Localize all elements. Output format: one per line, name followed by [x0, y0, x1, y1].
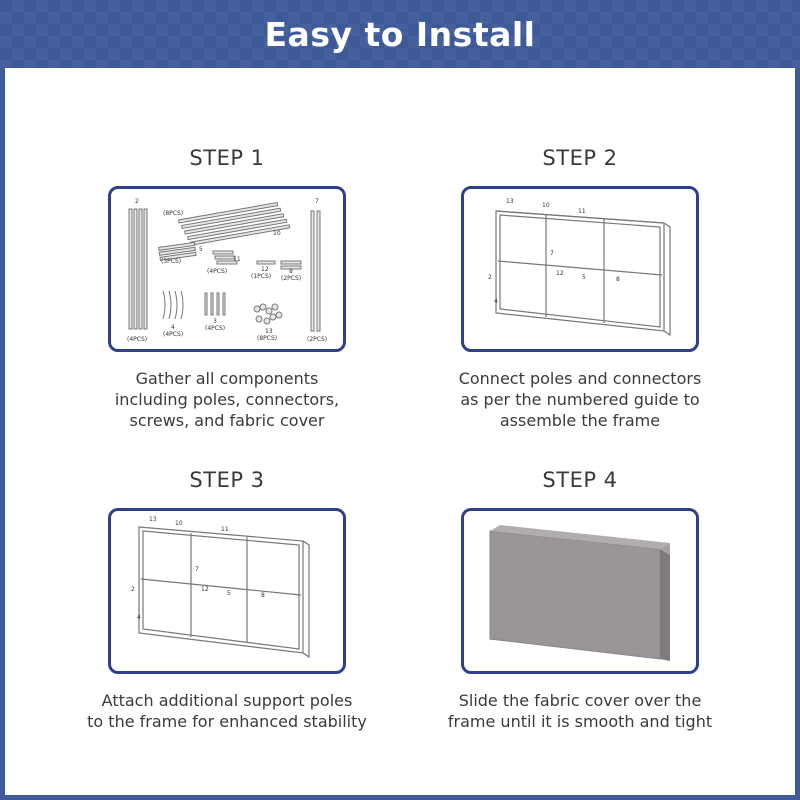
- frame-label-10: 10: [175, 520, 183, 527]
- frame-label-13: 13: [506, 198, 514, 205]
- frame-label-10: 10: [542, 202, 550, 209]
- step-1-caption: Gather all components including poles, c…: [114, 369, 340, 430]
- frame-label-11: 11: [578, 208, 586, 215]
- step-3-caption: Attach additional support poles to the f…: [87, 691, 367, 731]
- fabric-cover-diagram: [489, 525, 670, 661]
- step-1-image: 2 (4PCS) (8PCS) 10 5 (3PCS) 11 (4PCS) 12…: [108, 186, 346, 352]
- label-10-qty: (8PCS): [163, 210, 183, 217]
- banner-header: Easy to Install: [0, 0, 800, 68]
- label-10: 10: [273, 230, 281, 237]
- frame-label-7: 7: [195, 566, 199, 573]
- step-3-image: 13 10 11 7 2 12 5 8 4: [108, 508, 346, 674]
- label-4-qty: (4PCS): [163, 331, 183, 338]
- frame-label-4: 4: [494, 298, 498, 305]
- step-3: STEP 3 13 10 11 7 2 12 5: [47, 468, 407, 732]
- label-2: 2: [135, 198, 139, 205]
- step-2-image: 13 10 11 7 2 12 5 8 4: [461, 186, 699, 352]
- step-4-image: [461, 508, 699, 674]
- frame-label-2: 2: [488, 274, 492, 281]
- label-3: 3: [213, 318, 217, 325]
- frame-label-12: 12: [201, 586, 209, 593]
- frame-label-4: 4: [137, 614, 141, 621]
- frame-label-8: 8: [616, 276, 620, 283]
- page-title: Easy to Install: [264, 14, 536, 54]
- label-4: 4: [171, 324, 175, 331]
- step-4-caption: Slide the fabric cover over the frame un…: [447, 691, 713, 731]
- frame-assembly-diagram: 13 10 11 7 2 12 5 8 4: [488, 198, 671, 337]
- label-11: 11: [233, 256, 241, 263]
- label-13-qty: (8PCS): [257, 335, 277, 342]
- label-13: 13: [265, 328, 273, 335]
- frame-label-5: 5: [227, 590, 231, 597]
- step-3-title: STEP 3: [189, 468, 265, 492]
- label-12-qty: (1PCS): [251, 273, 271, 280]
- support-poles-diagram: 13 10 11 7 2 12 5 8 4: [131, 516, 310, 659]
- label-7: 7: [315, 198, 319, 205]
- label-5-qty: (3PCS): [161, 258, 181, 265]
- frame-label-7: 7: [550, 250, 554, 257]
- frame-label-12: 12: [556, 270, 564, 277]
- frame-label-11: 11: [221, 526, 229, 533]
- label-5: 5: [199, 246, 203, 253]
- step-1: STEP 1: [47, 146, 407, 431]
- frame-label-2: 2: [131, 586, 135, 593]
- step-2-title: STEP 2: [542, 146, 618, 170]
- frame-label-5: 5: [582, 274, 586, 281]
- frame-label-13: 13: [149, 516, 157, 523]
- step-1-title: STEP 1: [189, 146, 265, 170]
- step-2: STEP 2 13 10 11 7 2 12 5: [400, 146, 760, 431]
- label-7-qty: (2PCS): [307, 336, 327, 343]
- label-8: 8: [289, 268, 293, 275]
- step-4: STEP 4 Slide the fabric cover over the f…: [400, 468, 760, 732]
- content-panel: STEP 1: [5, 68, 795, 795]
- step-2-caption: Connect poles and connectors as per the …: [458, 369, 702, 430]
- label-3-qty: (4PCS): [205, 325, 225, 332]
- label-2-qty: (4PCS): [127, 336, 147, 343]
- step-4-title: STEP 4: [542, 468, 618, 492]
- label-12: 12: [261, 266, 269, 273]
- label-8-qty: (2PCS): [281, 275, 301, 282]
- components-diagram: 2 (4PCS) (8PCS) 10 5 (3PCS) 11 (4PCS) 12…: [127, 198, 327, 343]
- frame-label-8: 8: [261, 592, 265, 599]
- label-11-qty: (4PCS): [207, 268, 227, 275]
